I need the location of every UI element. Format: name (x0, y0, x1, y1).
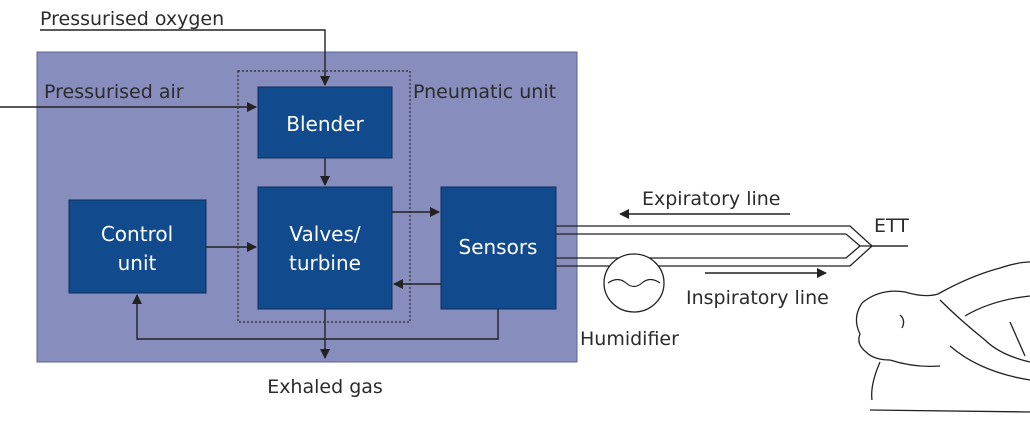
patient-icon (855, 261, 1030, 413)
valves-turbine-label-line1: Valves/ (289, 222, 361, 246)
blender-label: Blender (286, 112, 364, 136)
humidifier-icon (603, 253, 665, 313)
feedback-to-control-arrow (132, 294, 499, 340)
pressurised-air-label: Pressurised air (44, 81, 184, 103)
pneumatic-unit-outline (237, 70, 411, 323)
breathing-circuit-tubing (556, 225, 908, 267)
valves-turbine-box (257, 186, 393, 310)
inspiratory-line-label: Inspiratory line (686, 287, 829, 309)
valves-turbine-label-line2: turbine (289, 251, 361, 275)
oxygen-inlet-arrow (40, 29, 330, 86)
blender-box (257, 86, 393, 159)
pneumatic-unit-label: Pneumatic unit (413, 81, 556, 103)
ett-label: ETT (874, 215, 909, 237)
control-unit-label-line1: Control (101, 222, 173, 246)
expiratory-line-label: Expiratory line (642, 188, 781, 210)
control-unit-box (68, 199, 207, 294)
sensors-label: Sensors (459, 235, 538, 259)
exhaled-gas-label: Exhaled gas (267, 376, 383, 398)
pressurised-oxygen-label: Pressurised oxygen (40, 8, 224, 30)
humidifier-label: Humidifier (580, 328, 679, 350)
sensors-box (440, 186, 557, 310)
control-unit-label-line2: unit (118, 251, 157, 275)
